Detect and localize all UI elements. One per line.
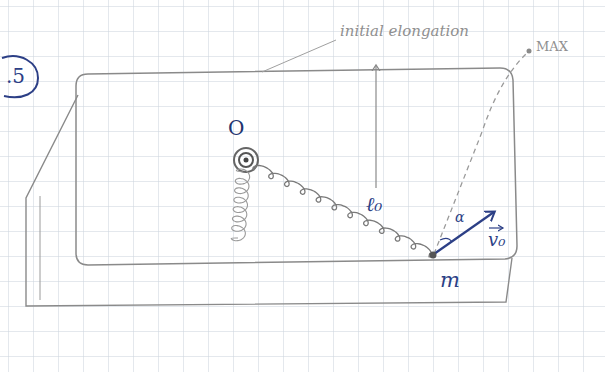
table-top [76, 68, 517, 265]
mass-point [430, 252, 437, 259]
hanging-spring [231, 169, 249, 241]
table-edge [40, 196, 41, 300]
angle-label: α [455, 210, 464, 224]
number-circle [2, 56, 38, 97]
spring [253, 165, 432, 256]
exercise-number: .5 [6, 66, 25, 86]
leader-line [262, 40, 336, 72]
mass-label: m [440, 270, 460, 291]
trajectory [434, 52, 528, 254]
length-label: ℓ₀ [366, 194, 382, 214]
note-label: initial elongation [340, 24, 469, 39]
point-label: MAX [536, 40, 568, 53]
max-point [527, 49, 532, 54]
point-label: O [228, 118, 244, 138]
pointer-arrow [375, 66, 376, 188]
table-side [26, 95, 512, 306]
pulley-axis [244, 158, 249, 163]
pulley-hub [239, 153, 253, 167]
velocity-label: v₀ [488, 231, 505, 249]
vector-mark [489, 227, 503, 228]
